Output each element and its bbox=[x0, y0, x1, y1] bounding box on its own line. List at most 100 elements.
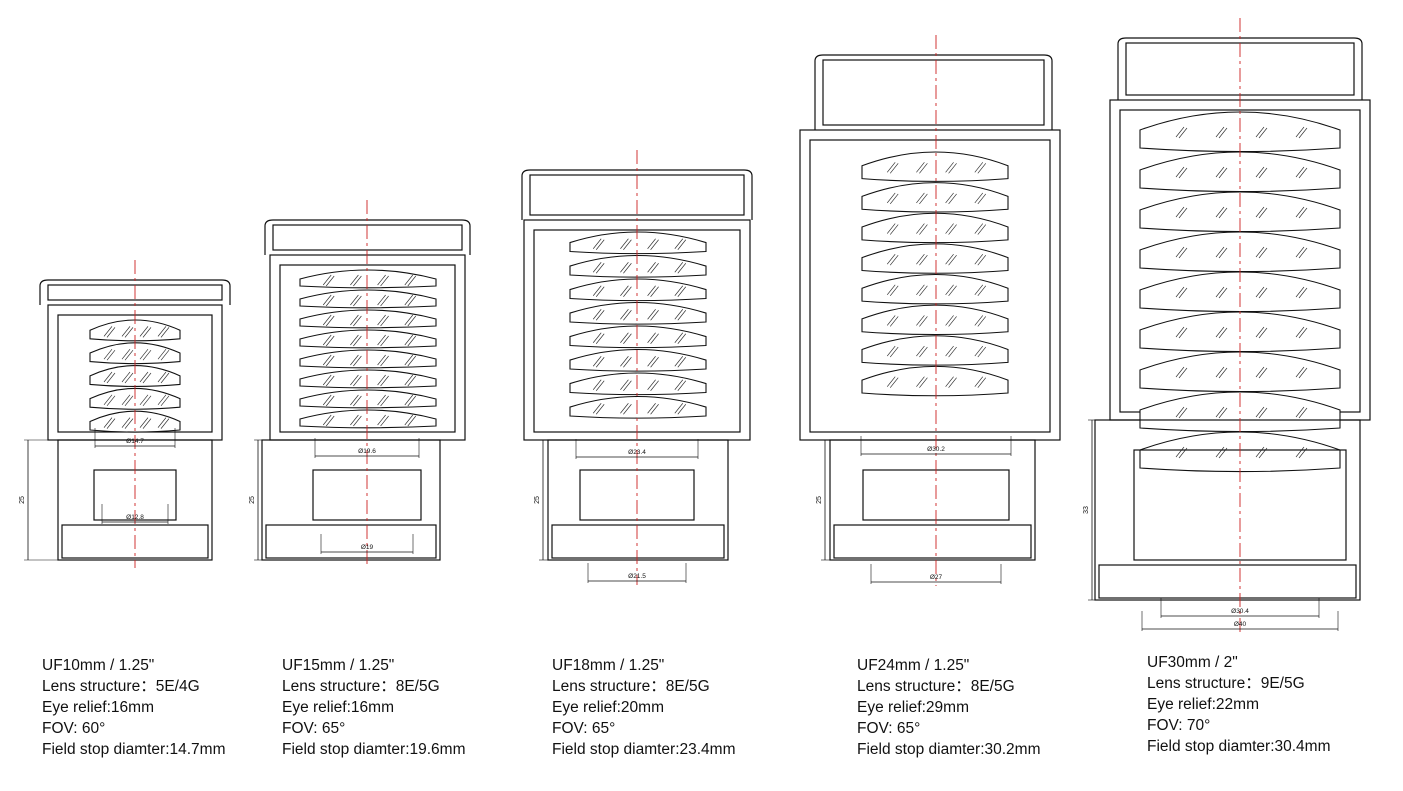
lens-hatch bbox=[945, 223, 957, 235]
lens-element bbox=[89, 365, 181, 388]
lens-hatch bbox=[945, 192, 957, 205]
lens-hatch bbox=[592, 403, 605, 415]
lens-hatch bbox=[1175, 206, 1188, 219]
lens-outline bbox=[569, 254, 707, 278]
field-stop-diameter-label: Ø19.6 bbox=[358, 448, 376, 455]
spec-eye-relief: Eye relief:20mm bbox=[552, 699, 664, 716]
lens-hatch bbox=[647, 403, 659, 415]
lens-hatch bbox=[916, 376, 928, 388]
lens-hatch bbox=[1215, 326, 1228, 339]
lens-hatch bbox=[404, 334, 417, 347]
lens-element bbox=[299, 309, 437, 329]
lens-hatch bbox=[974, 223, 987, 235]
lens-hatch bbox=[916, 223, 928, 235]
lens-hatch bbox=[974, 253, 987, 266]
lens-hatch bbox=[157, 326, 170, 338]
lens-hatch bbox=[647, 285, 659, 297]
lens-hatch bbox=[322, 274, 335, 287]
lens-hatch bbox=[139, 371, 152, 384]
lens-element bbox=[861, 335, 1009, 366]
lens-element bbox=[569, 301, 707, 325]
lens-hatch bbox=[886, 345, 899, 358]
lens-hatch bbox=[620, 262, 632, 274]
lens-outline bbox=[299, 389, 437, 409]
lens-element bbox=[861, 212, 1009, 244]
lens-hatch bbox=[350, 394, 362, 407]
spec-fov: FOV: 70° bbox=[1147, 717, 1211, 734]
lens-hatch bbox=[139, 326, 152, 338]
bottom-diameter-label: Ø27 bbox=[930, 574, 943, 581]
lens-hatch bbox=[377, 294, 389, 307]
spec-title: UF15mm / 1.25" bbox=[282, 657, 395, 674]
lens-hatch bbox=[377, 354, 389, 367]
lens-hatch bbox=[404, 354, 417, 367]
lens-element bbox=[299, 329, 437, 349]
barrel bbox=[829, 439, 1036, 561]
field-stop-diameter-label: Ø23.4 bbox=[628, 449, 646, 456]
lens-hatch bbox=[886, 315, 899, 327]
eye-lens-cap bbox=[822, 59, 1045, 126]
lens-hatch bbox=[1175, 286, 1188, 299]
lens-element bbox=[299, 389, 437, 409]
lens-outline bbox=[861, 212, 1009, 244]
lens-hatch bbox=[886, 223, 899, 235]
height-dimension-label: 25 bbox=[816, 496, 823, 504]
lens-hatch bbox=[404, 394, 417, 407]
lens-hatch bbox=[322, 354, 335, 367]
eyecup bbox=[814, 54, 1053, 130]
lens-hatch bbox=[592, 332, 605, 344]
spec-eye-relief: Eye relief:16mm bbox=[42, 699, 154, 716]
lens-hatch bbox=[377, 414, 389, 427]
lens-hatch bbox=[1255, 166, 1268, 179]
lens-element bbox=[299, 349, 437, 369]
lens-hatch bbox=[1295, 126, 1308, 139]
lens-hatch bbox=[916, 284, 928, 297]
lens-hatch bbox=[1215, 406, 1228, 419]
lens-element bbox=[299, 369, 437, 389]
lens-element bbox=[569, 278, 707, 302]
bottom-diameter-label: Ø19 bbox=[361, 544, 374, 551]
lens-element bbox=[569, 254, 707, 278]
lens-hatch bbox=[322, 394, 335, 407]
lens-hatch bbox=[1295, 286, 1308, 299]
spec-title: UF30mm / 2" bbox=[1147, 654, 1238, 671]
spec-structure: Lens structure：8E/5G bbox=[857, 678, 1015, 695]
spec-field-stop: Field stop diamter:23.4mm bbox=[552, 741, 736, 758]
lens-hatch bbox=[620, 238, 632, 250]
lens-hatch bbox=[1215, 366, 1228, 379]
lens-hatch bbox=[1255, 126, 1268, 139]
lens-element bbox=[861, 304, 1009, 336]
lens-hatch bbox=[157, 394, 170, 407]
spec-eye-relief: Eye relief:29mm bbox=[857, 699, 969, 716]
lens-element bbox=[299, 269, 437, 289]
lens-outline bbox=[89, 365, 181, 388]
lens-hatch bbox=[103, 394, 116, 407]
spec-field-stop: Field stop diamter:14.7mm bbox=[42, 741, 226, 758]
lens-outline bbox=[861, 151, 1009, 182]
lens-element bbox=[299, 409, 437, 429]
lens-hatch bbox=[886, 253, 899, 266]
lens-hatch bbox=[592, 356, 605, 368]
lens-hatch bbox=[157, 371, 170, 384]
lens-outline bbox=[1139, 271, 1341, 313]
lens-hatch bbox=[945, 253, 957, 266]
lens-hatch bbox=[377, 314, 389, 327]
lens-outline bbox=[861, 365, 1009, 397]
lens-hatch bbox=[139, 348, 152, 361]
lens-hatch bbox=[592, 285, 605, 297]
eyepiece-cross-sections: 25Ø14.7Ø12.825Ø19.6Ø1925Ø23.4Ø21.525Ø30.… bbox=[19, 18, 1371, 633]
lens-hatch bbox=[157, 348, 170, 361]
lens-hatch bbox=[350, 274, 362, 287]
lens-element bbox=[861, 365, 1009, 397]
lens-hatch bbox=[1175, 246, 1188, 259]
lens-element bbox=[569, 372, 707, 396]
lens-outline bbox=[569, 372, 707, 396]
lens-hatch bbox=[1295, 206, 1308, 219]
lens-hatch bbox=[103, 371, 116, 384]
lens-hatch bbox=[674, 379, 687, 391]
inner-housing bbox=[809, 139, 1051, 433]
lens-hatch bbox=[1255, 326, 1268, 339]
barrel-ring bbox=[265, 524, 437, 559]
